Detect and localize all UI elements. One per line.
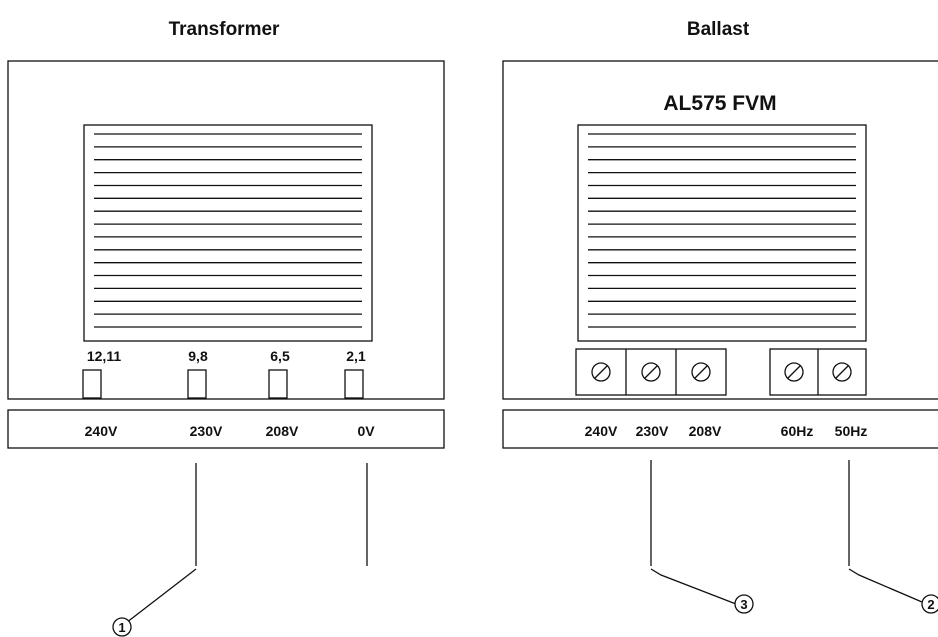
transformer-voltage-strip [7, 409, 445, 449]
callout-number: 3 [740, 597, 747, 612]
transformer-terminal-label: 2,1 [346, 348, 366, 364]
callout-2: 2 [848, 568, 938, 614]
transformer-title: Transformer [169, 19, 280, 40]
screw-terminal-icon [784, 362, 804, 382]
transformer-terminal-label: 6,5 [270, 348, 290, 364]
transformer-terminal-connector [82, 369, 102, 399]
ballast-model: AL575 FVM [663, 92, 776, 115]
transformer-terminal-connector [344, 369, 364, 399]
transformer-voltage-label: 240V [85, 423, 118, 439]
ballast-voltage-label: 208V [689, 423, 722, 439]
ballast-housing [502, 60, 938, 400]
ballast-nameplate [577, 124, 867, 342]
transformer-nameplate [83, 124, 373, 342]
ballast-section: Ballast AL575 FVM [502, 19, 938, 566]
transformer-terminal-connector [187, 369, 207, 399]
ballast-voltage-strip [502, 409, 938, 449]
ballast-terminal-block [575, 348, 867, 396]
callout-1: 1 [112, 568, 197, 637]
ballast-frequency-label: 50Hz [835, 423, 868, 439]
transformer-section: Transformer 12,11 9,8 6,5 2,1 240V 230V … [7, 19, 445, 566]
ballast-frequency-label: 60Hz [781, 423, 814, 439]
ballast-voltage-label: 240V [585, 423, 618, 439]
transformer-terminal-label: 12,11 [87, 348, 121, 364]
callout-number: 2 [927, 597, 934, 612]
screw-terminal-icon [641, 362, 661, 382]
transformer-housing [7, 60, 445, 400]
ballast-voltage-label: 230V [636, 423, 669, 439]
screw-terminal-icon [591, 362, 611, 382]
screw-terminal-icon [691, 362, 711, 382]
callout-3: 3 [650, 568, 754, 614]
screw-terminal-icon [832, 362, 852, 382]
ballast-title: Ballast [687, 19, 750, 40]
transformer-voltage-label: 0V [357, 423, 375, 439]
transformer-terminal-label: 9,8 [188, 348, 208, 364]
callout-number: 1 [118, 620, 125, 635]
transformer-voltage-label: 208V [266, 423, 299, 439]
transformer-voltage-label: 230V [190, 423, 223, 439]
transformer-terminal-connector [268, 369, 288, 399]
